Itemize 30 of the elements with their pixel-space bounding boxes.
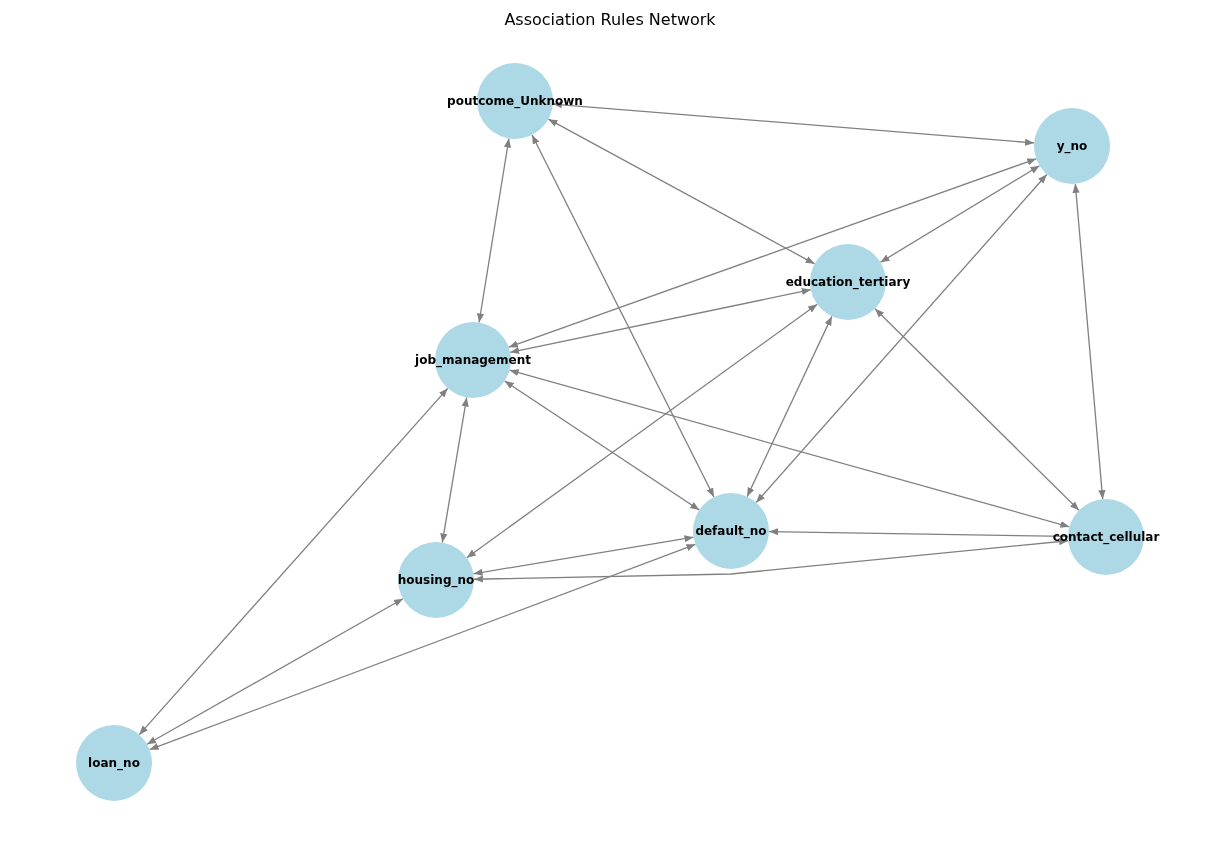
arrow (504, 380, 700, 511)
arrow (547, 118, 816, 265)
arrow (472, 535, 695, 576)
arrow (874, 308, 1080, 511)
arrow (148, 543, 697, 751)
graph-node (693, 493, 769, 569)
arrow (473, 538, 1069, 583)
node-label: default_no (695, 525, 767, 537)
node-label: poutcome_Unknown (447, 95, 583, 107)
arrow (531, 134, 715, 498)
arrow (755, 173, 1048, 504)
node-label: education_tertiary (785, 276, 911, 288)
node-label: contact_cellular (1052, 531, 1160, 543)
arrow (138, 387, 449, 736)
arrow (1072, 183, 1106, 500)
chart-title: Association Rules Network (504, 9, 716, 31)
arrow (879, 165, 1041, 263)
node-label: housing_no (397, 574, 475, 586)
node-label: y_no (1056, 140, 1088, 152)
arrow (508, 369, 1071, 528)
arrow (552, 101, 1035, 146)
node-label: loan_no (88, 757, 140, 769)
arrow (508, 158, 1037, 348)
arrow (466, 303, 818, 559)
arrow (746, 315, 833, 498)
arrow (476, 137, 512, 324)
arrow (146, 598, 404, 745)
node-label: job_management (415, 354, 531, 366)
arrow (509, 288, 812, 354)
arrow (440, 396, 469, 544)
